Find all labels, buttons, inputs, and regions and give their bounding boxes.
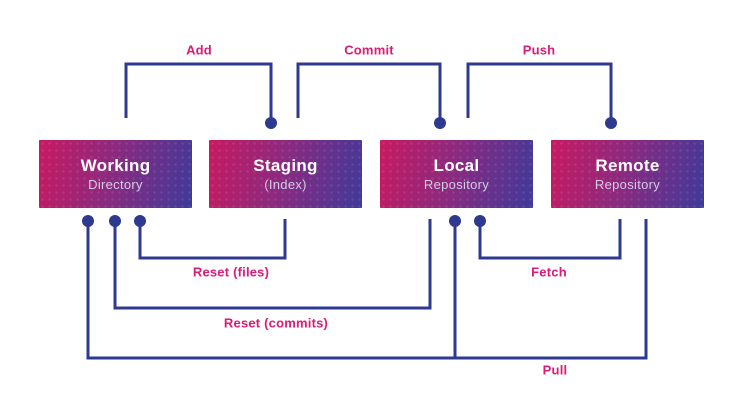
arrowhead-dot-push <box>605 117 617 129</box>
edge-label-reset-files: Reset (files) <box>192 264 270 280</box>
arrowhead-dot-pull-local <box>449 215 461 227</box>
node-subtitle: Repository <box>594 176 661 192</box>
edge-reset-commits-line <box>113 219 432 310</box>
arrowhead-dot-fetch <box>474 215 486 227</box>
arrowhead-dot-reset-commits <box>109 215 121 227</box>
edge-reset-files-line <box>138 219 287 260</box>
edge-fetch-line <box>478 219 622 260</box>
node-working-directory: Working Directory <box>39 140 192 208</box>
edge-label-add: Add <box>186 42 212 58</box>
edge-commit-line <box>296 62 442 118</box>
arrowhead-dot-add <box>265 117 277 129</box>
node-staging-index: Staging (Index) <box>209 140 362 208</box>
node-local-repository: Local Repository <box>380 140 533 208</box>
node-subtitle: Repository <box>423 176 490 192</box>
arrowhead-dot-reset-files <box>134 215 146 227</box>
node-subtitle: Directory <box>88 176 143 192</box>
edge-label-push: Push <box>522 42 556 58</box>
edge-label-reset-commits: Reset (commits) <box>223 315 329 331</box>
edge-push-line <box>466 62 613 118</box>
edge-pull-line <box>86 219 648 360</box>
edge-add-line <box>124 62 273 118</box>
node-title: Remote <box>595 155 660 175</box>
arrowhead-dot-pull-working <box>82 215 94 227</box>
edge-label-fetch: Fetch <box>531 264 567 280</box>
arrowhead-dot-commit <box>434 117 446 129</box>
node-title: Local <box>433 155 480 175</box>
node-title: Staging <box>253 155 318 175</box>
edge-label-commit: Commit <box>344 42 394 58</box>
edge-label-pull: Pull <box>542 362 568 378</box>
node-subtitle: (Index) <box>264 176 307 192</box>
node-remote-repository: Remote Repository <box>551 140 704 208</box>
node-title: Working <box>80 155 151 175</box>
